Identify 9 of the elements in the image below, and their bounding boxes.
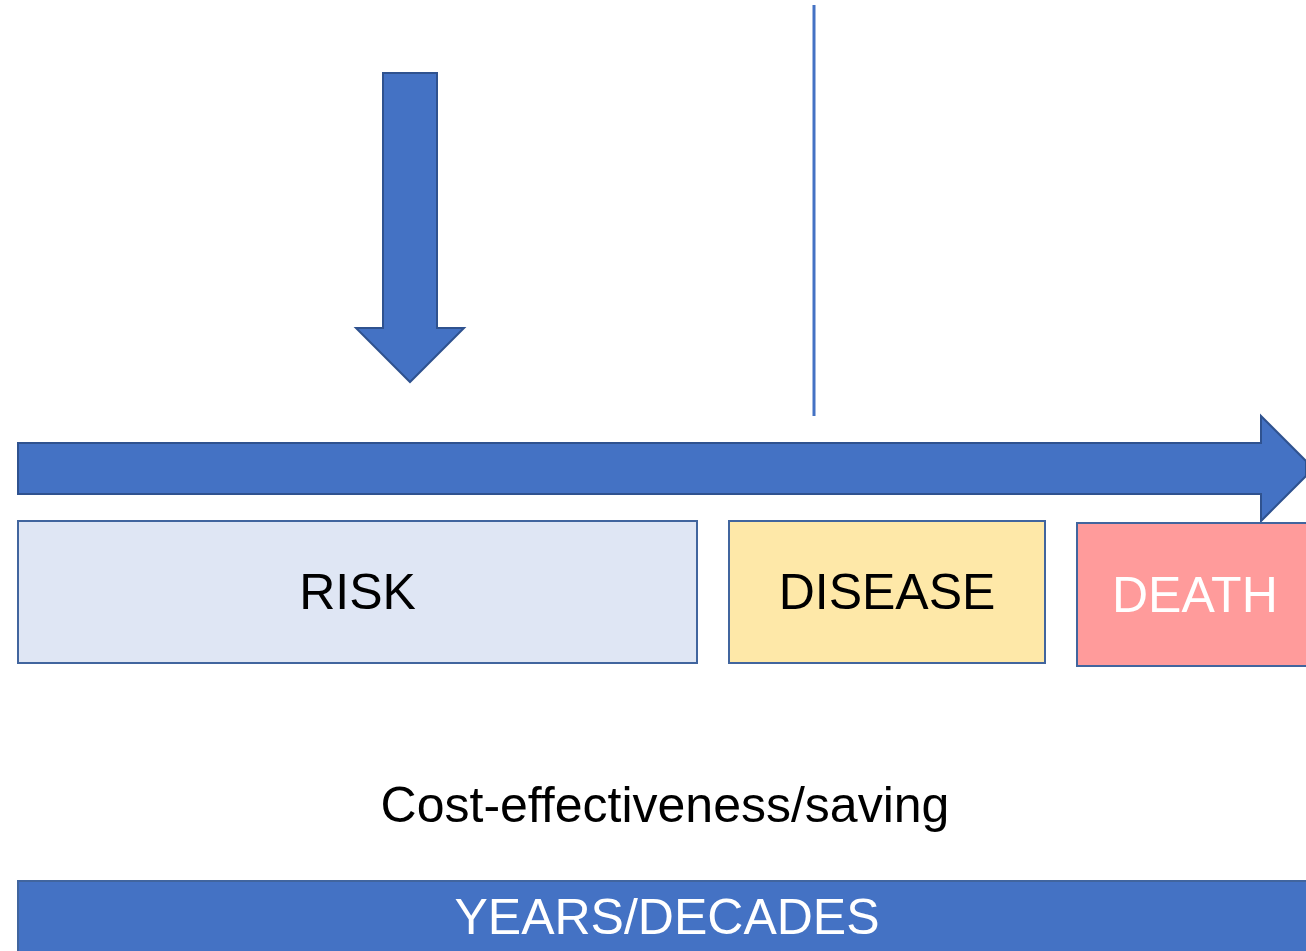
time-band xyxy=(17,880,1306,951)
stage-label: RISK xyxy=(299,563,416,621)
band-label: YEARS/DECADES xyxy=(454,888,880,946)
stage-box xyxy=(17,520,698,664)
stage-label: DISEASE xyxy=(778,563,996,621)
note-text: Cost-effectiveness/saving xyxy=(379,776,951,834)
stage-box xyxy=(728,520,1046,664)
stage-box xyxy=(1076,522,1306,667)
stage-label: DEATH xyxy=(1112,565,1278,624)
